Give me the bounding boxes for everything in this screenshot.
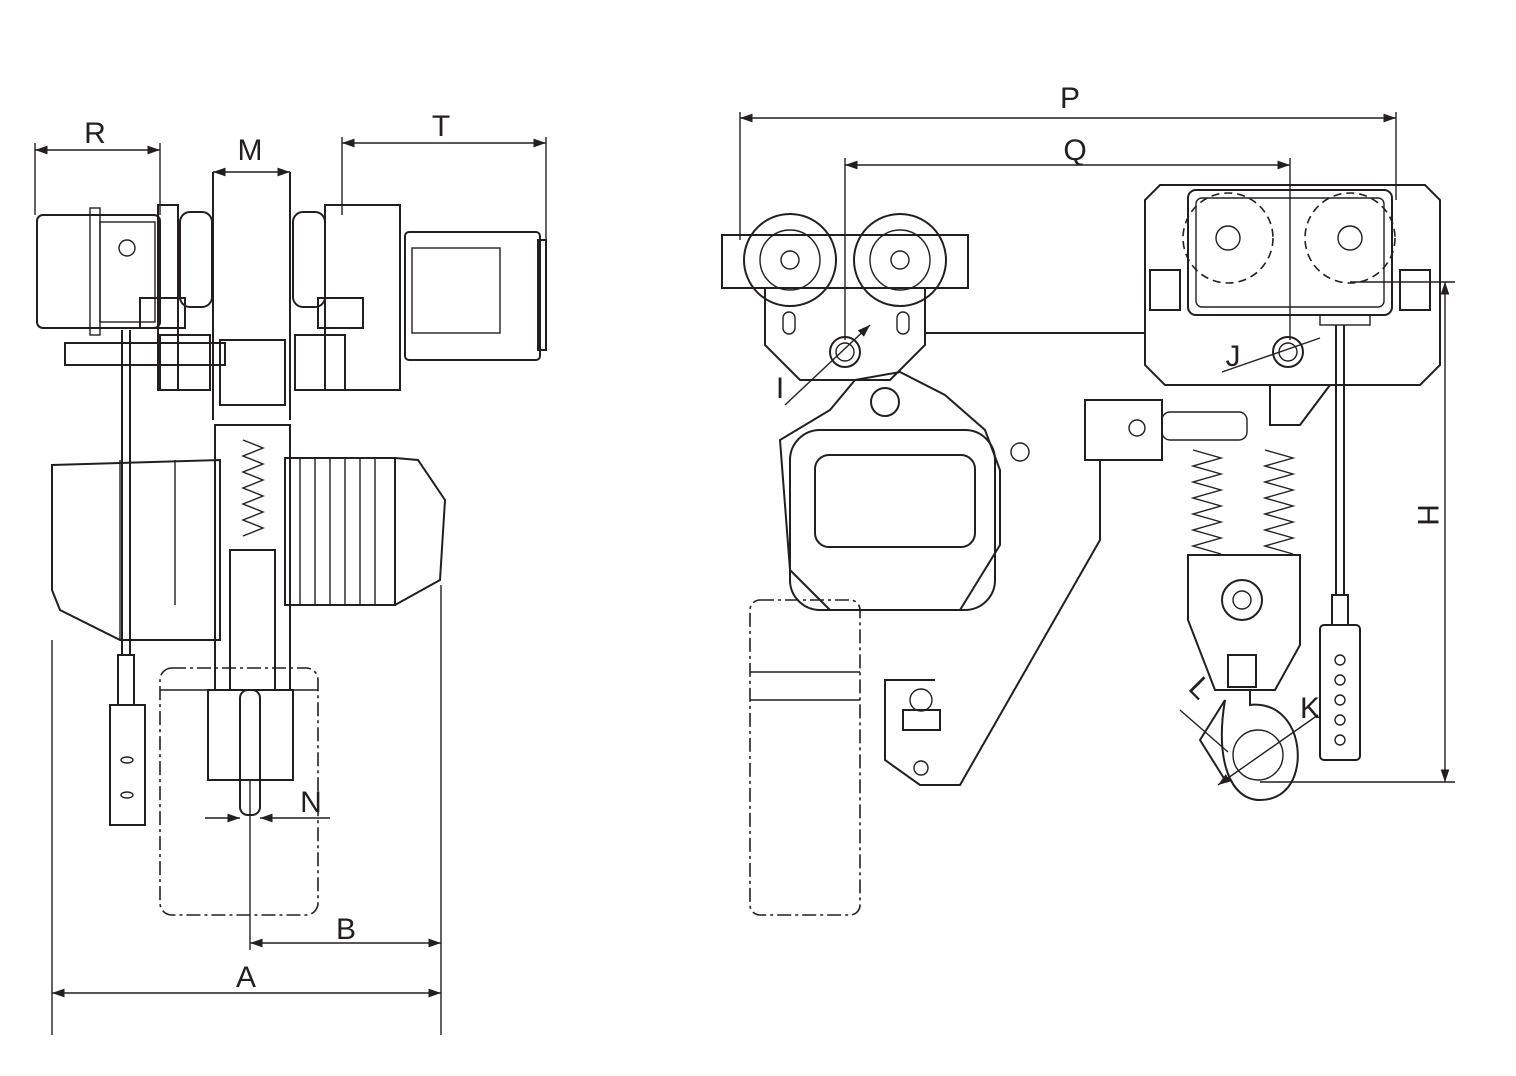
- side-view: R M T N B A: [34, 110, 547, 1035]
- label-T: T: [432, 110, 450, 143]
- trolley-right: [1144, 184, 1441, 426]
- hole-J: J: [1221, 336, 1321, 373]
- dimension-M: M: [213, 134, 290, 177]
- trolley-right-motor: [404, 231, 547, 361]
- dimension-L: L: [1179, 671, 1229, 753]
- dimension-Q: Q: [844, 134, 1291, 340]
- hole-I: I: [776, 324, 871, 406]
- beam: [212, 172, 291, 420]
- label-N: N: [300, 786, 322, 819]
- front-view: I J: [721, 82, 1455, 916]
- label-K: K: [1300, 692, 1320, 725]
- hoist-body-front: [778, 370, 1248, 786]
- chain-container-front: [749, 599, 861, 916]
- label-P: P: [1060, 82, 1080, 115]
- label-A: A: [236, 961, 256, 994]
- hoist-body: [51, 424, 447, 691]
- dimension-K: K: [1217, 692, 1320, 786]
- pendant-switch-front: [1319, 325, 1361, 761]
- trolley-wheels: [139, 204, 401, 391]
- label-B: B: [336, 913, 356, 946]
- label-R: R: [84, 117, 106, 150]
- label-J: J: [1226, 340, 1241, 373]
- pendant-switch: [109, 330, 146, 826]
- dimension-R: R: [34, 117, 161, 215]
- springs-and-hook: [1187, 449, 1301, 802]
- dimension-A: A: [51, 961, 441, 998]
- label-M: M: [238, 134, 263, 167]
- dimension-H: H: [1260, 281, 1455, 783]
- label-L: L: [1182, 671, 1217, 706]
- dimension-P: P: [739, 82, 1397, 240]
- trolley-left-motor: [36, 207, 226, 366]
- trolley-left: [721, 213, 1145, 381]
- label-Q: Q: [1063, 134, 1086, 167]
- chain-container: [159, 667, 319, 916]
- dimension-B: B: [250, 913, 441, 948]
- dimension-N: N: [205, 786, 330, 823]
- dimension-T: T: [341, 110, 547, 240]
- label-I: I: [776, 372, 784, 405]
- label-H: H: [1411, 504, 1444, 526]
